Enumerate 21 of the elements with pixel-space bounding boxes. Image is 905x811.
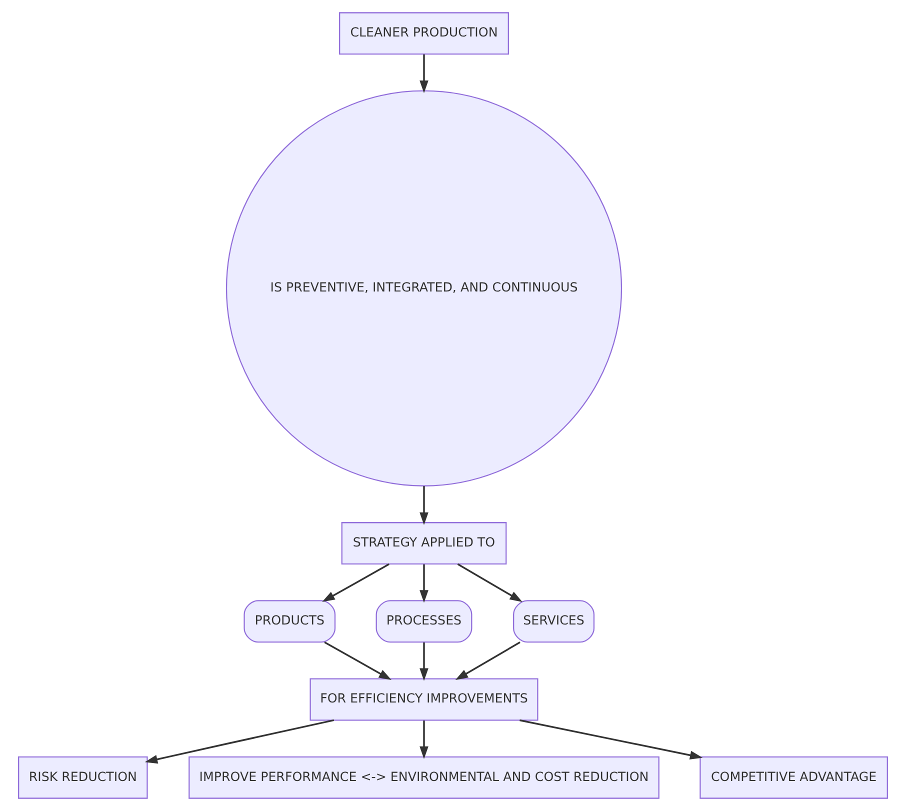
node-box: FOR EFFICIENCY IMPROVEMENTS <box>309 678 538 721</box>
arrow <box>454 642 520 680</box>
arrow <box>419 486 428 526</box>
node-box: CLEANER PRODUCTION <box>338 12 508 55</box>
arrow <box>419 564 428 603</box>
arrow <box>322 563 389 602</box>
arrow <box>519 719 702 760</box>
arrow <box>456 563 522 602</box>
node-box: PROCESSES <box>375 600 472 643</box>
node-circle: IS PREVENTIVE, INTEGRATED, AND CONTINUOUS <box>225 90 622 486</box>
arrow <box>419 54 428 94</box>
node-box: SERVICES <box>512 600 594 643</box>
node-box: RISK REDUCTION <box>18 756 148 799</box>
node-box: COMPETITIVE ADVANTAGE <box>699 756 888 799</box>
arrow <box>419 720 428 759</box>
arrow <box>144 719 334 764</box>
arrow <box>324 642 391 680</box>
node-box: STRATEGY APPLIED TO <box>340 522 506 565</box>
arrow <box>419 642 428 681</box>
node-box: PRODUCTS <box>243 600 336 643</box>
node-box: IMPROVE PERFORMANCE <-> ENVIRONMENTAL AND COST REDUCTION <box>188 756 659 799</box>
